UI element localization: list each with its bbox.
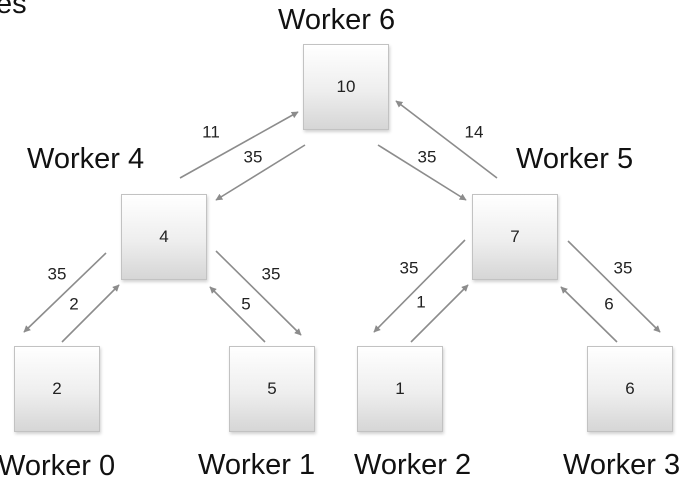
worker-2-label: Worker 2 (354, 449, 472, 481)
edge-label-w5-to-w2: 35 (399, 258, 419, 278)
worker-5-label: Worker 5 (516, 143, 634, 175)
edge-w4-to-w0 (23, 252, 107, 333)
worker-3-label: Worker 3 (563, 449, 681, 481)
edge-w6-to-w4 (215, 144, 306, 201)
edge-label-w2-to-w5: 1 (416, 292, 426, 312)
node-value: 1 (395, 379, 405, 398)
edge-label-w1-to-w4: 5 (241, 294, 251, 314)
node-worker-4: 4 (121, 194, 207, 280)
edge-w5-to-w2 (373, 239, 466, 333)
node-worker-0: 2 (14, 346, 100, 432)
worker-4-label: Worker 4 (27, 143, 145, 175)
worker-0-label: Worker 0 (0, 450, 116, 482)
node-value: 10 (336, 77, 356, 96)
node-value: 4 (159, 227, 169, 246)
edge-label-w0-to-w4: 2 (69, 294, 79, 314)
edge-label-w5-to-w6: 14 (464, 122, 484, 142)
edge-w3-to-w5 (560, 286, 618, 343)
node-worker-5: 7 (472, 194, 558, 280)
edge-label-w4-to-w1: 35 (261, 264, 281, 284)
page-title-fragment: es (0, 0, 27, 20)
edge-w2-to-w5 (410, 284, 469, 343)
worker-6-label: Worker 6 (278, 4, 396, 36)
node-worker-3: 6 (587, 346, 673, 432)
edge-label-w3-to-w5: 6 (604, 294, 614, 314)
worker-1-label: Worker 1 (198, 449, 316, 481)
edge-label-w6-to-w5: 35 (417, 147, 437, 167)
edge-label-w6-to-w4: 35 (243, 147, 263, 167)
edge-w4-to-w1 (215, 250, 302, 336)
edge-label-w4-to-w6: 11 (202, 122, 220, 142)
edge-label-w5-to-w3: 35 (613, 258, 633, 278)
node-worker-6: 10 (303, 44, 389, 130)
node-value: 6 (625, 379, 635, 398)
node-worker-2: 1 (357, 346, 443, 432)
edge-label-w4-to-w0: 35 (47, 264, 67, 284)
edge-w5-to-w6 (395, 100, 498, 179)
node-value: 2 (52, 379, 62, 398)
edge-w0-to-w4 (61, 284, 120, 343)
edge-w1-to-w4 (209, 286, 266, 343)
edge-w6-to-w5 (377, 144, 467, 201)
edge-w4-to-w6 (179, 111, 299, 179)
node-value: 7 (510, 227, 520, 246)
node-worker-1: 5 (229, 346, 315, 432)
node-value: 5 (267, 379, 277, 398)
edge-w5-to-w3 (567, 240, 661, 333)
